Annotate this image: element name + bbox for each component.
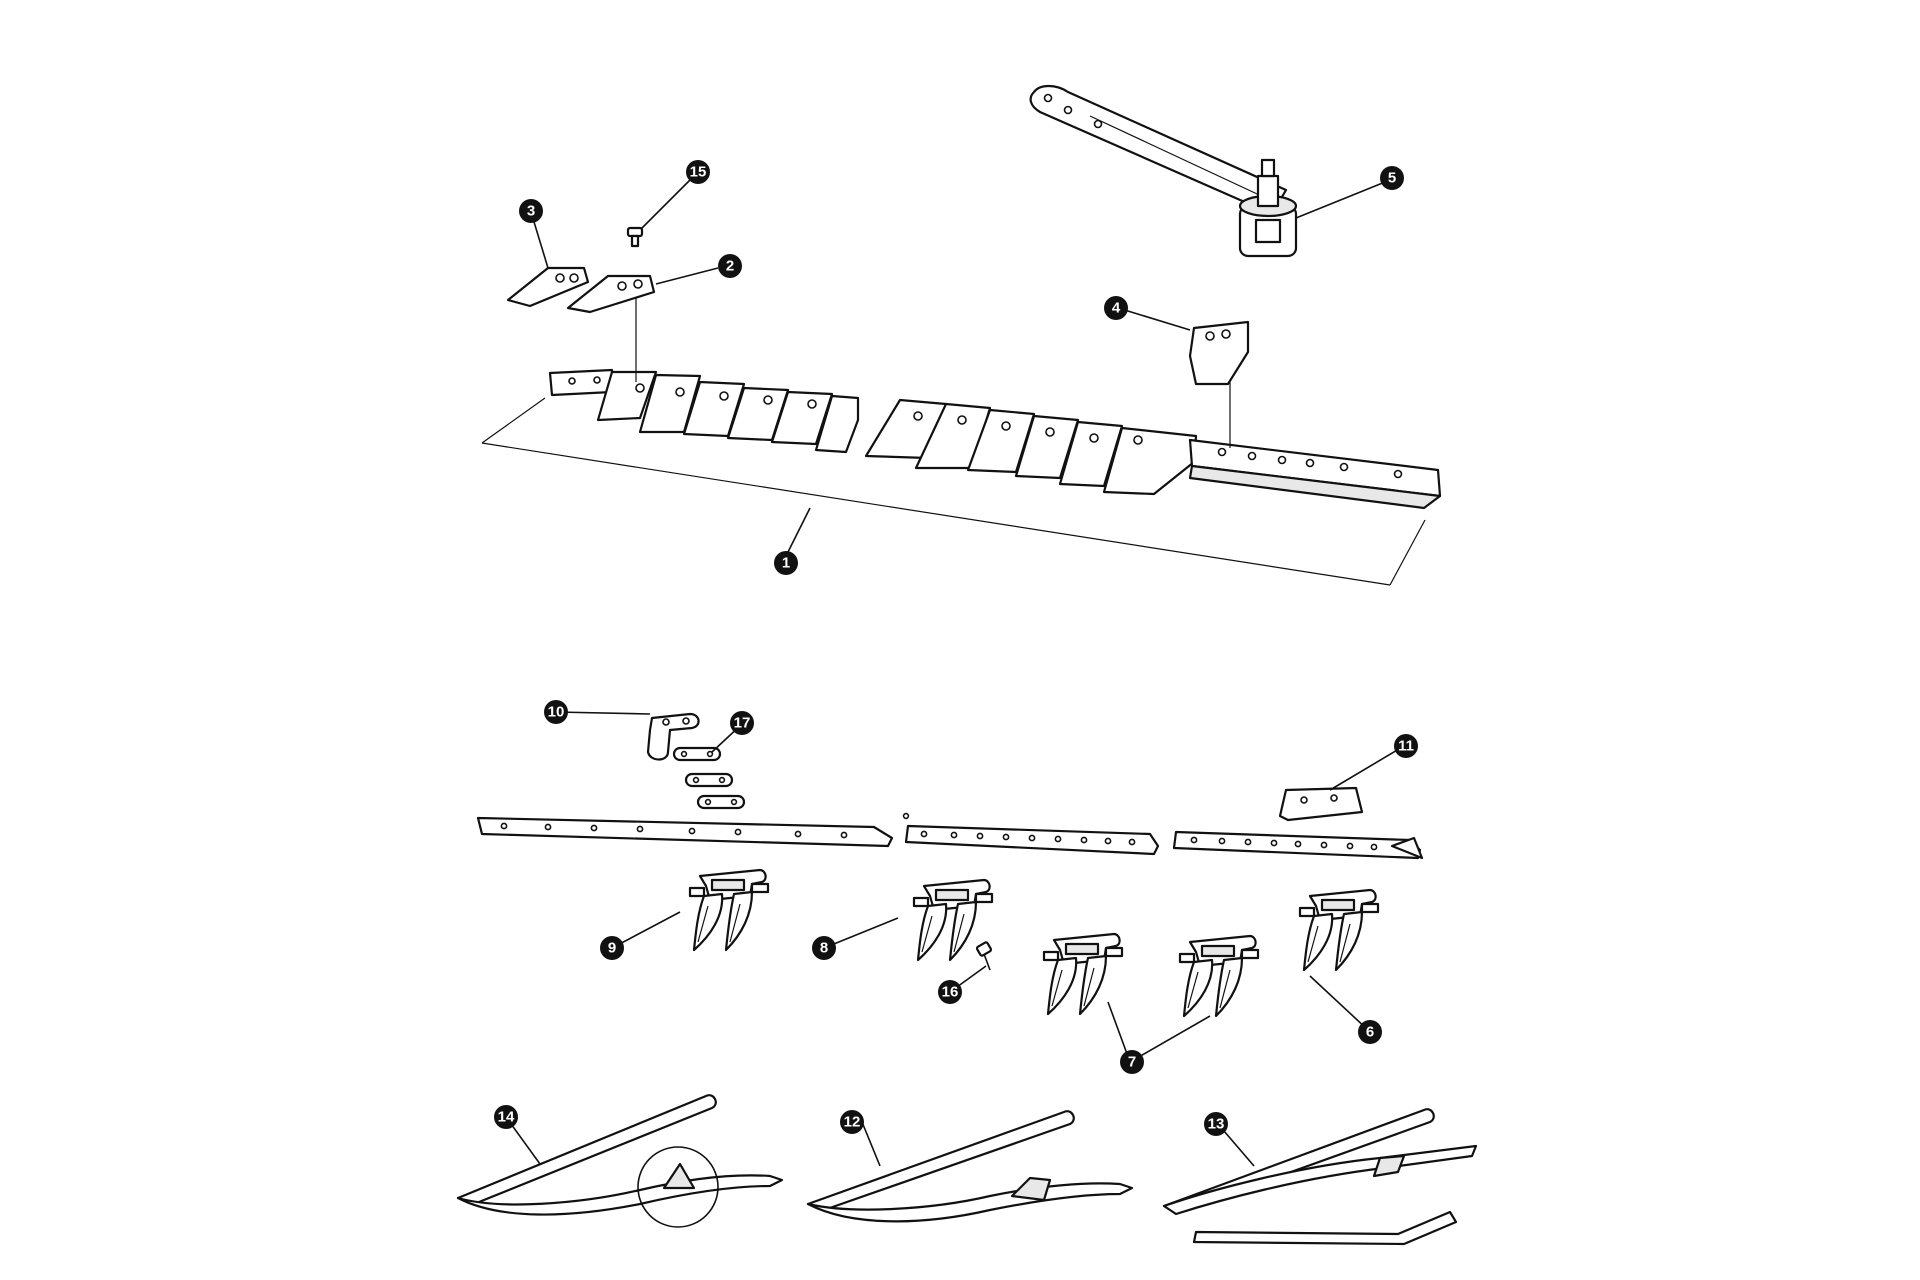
svg-text:6: 6 [1366,1024,1374,1041]
svg-text:5: 5 [1388,170,1396,187]
svg-text:14: 14 [498,1109,515,1126]
callout-13: 13 [1204,1112,1228,1136]
svg-text:3: 3 [527,203,535,220]
callout-5: 5 [1380,166,1404,190]
svg-text:9: 9 [608,940,616,957]
svg-text:10: 10 [548,704,565,721]
shims-part-17 [672,746,746,810]
callout-17: 17 [730,711,754,735]
knife-sections-right [864,398,1198,496]
svg-text:15: 15 [690,164,707,181]
callout-4: 4 [1104,296,1128,320]
leader-lines [505,171,1405,1167]
guard-part-7a [1042,932,1124,1016]
callout-16: 16 [938,980,962,1004]
svg-text:4: 4 [1112,300,1121,317]
section-part-2 [566,274,656,314]
svg-text:8: 8 [820,940,828,957]
callouts: 1 2 3 4 5 6 7 8 9 10 11 12 13 14 15 16 1… [494,160,1418,1136]
bolt-part-16 [975,941,993,971]
callout-15: 15 [686,160,710,184]
callout-7: 7 [1120,1050,1144,1074]
guard-part-9 [688,868,770,952]
svg-text:1: 1 [782,555,790,572]
drive-arm-part-5 [1029,84,1298,258]
guard-part-6 [1298,888,1380,972]
rivet-part-15 [626,226,644,248]
svg-text:2: 2 [726,258,734,275]
callout-3: 3 [519,199,543,223]
callout-9: 9 [600,936,624,960]
divider-part-14 [456,1094,784,1228]
callout-11: 11 [1394,734,1418,758]
callout-1: 1 [774,551,798,575]
knife-head-plate-part-4 [1188,320,1250,386]
hold-down-clip-part-10 [646,712,700,761]
callout-8: 8 [812,936,836,960]
plate-part-11 [1278,786,1364,822]
divider-part-12 [806,1110,1134,1223]
divider-part-13 [1162,1108,1478,1246]
callout-2: 2 [718,254,742,278]
callout-6: 6 [1358,1020,1382,1044]
svg-text:7: 7 [1128,1054,1136,1071]
svg-text:16: 16 [942,984,959,1001]
svg-text:11: 11 [1398,738,1414,755]
knife-sections-left [596,370,860,454]
callout-12: 12 [840,1110,864,1134]
callout-14: 14 [494,1105,518,1129]
svg-text:13: 13 [1208,1116,1225,1133]
knife-assembly [481,287,1442,586]
section-part-3 [506,266,590,308]
guard-part-7b [1178,934,1260,1018]
svg-text:17: 17 [734,715,751,732]
svg-text:12: 12 [844,1114,861,1131]
callout-10: 10 [544,700,568,724]
guard-bar-assembly [476,812,1424,860]
